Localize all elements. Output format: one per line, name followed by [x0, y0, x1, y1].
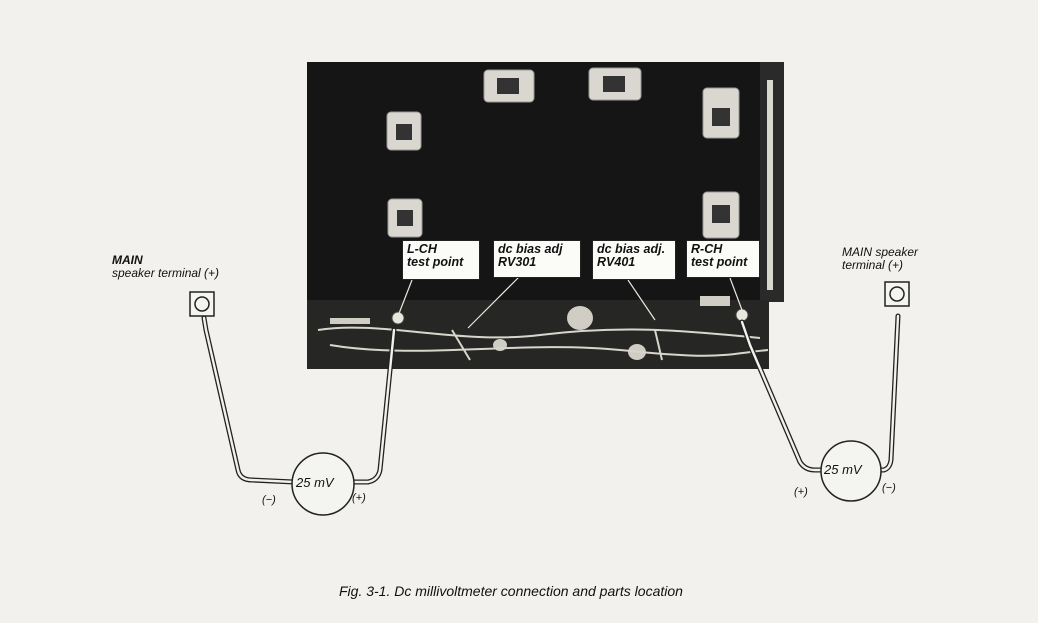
- right-millivoltmeter: [820, 440, 882, 502]
- rch-tag-line1: R-CH: [691, 242, 723, 256]
- transistor-body-1: [497, 78, 519, 94]
- lch-tag-line1: L-CH: [407, 242, 437, 256]
- board-edge-strip: [767, 80, 773, 290]
- right-terminal-label-line2: terminal (+): [842, 257, 904, 272]
- left-terminal-label-line2: speaker terminal (+): [112, 265, 220, 280]
- rv401-tag-line1: dc bias adj.: [597, 242, 666, 256]
- right-meter-reading: 25 mV: [824, 462, 862, 477]
- lch-tag-line2: test point: [407, 255, 464, 270]
- lch-leader: [397, 279, 413, 317]
- left-millivoltmeter: [291, 452, 355, 516]
- resistor-2: [330, 318, 370, 324]
- left-terminal-label: MAIN speaker terminal (+): [112, 254, 219, 279]
- lch-test-point-marker: [391, 311, 405, 325]
- right-meter-plus: (+): [794, 486, 808, 498]
- rv401-tag-line2: RV401: [597, 255, 636, 270]
- left-terminal-label-line1: MAIN: [112, 253, 143, 267]
- board-wire-3: [451, 329, 471, 361]
- rv401-leader: [627, 279, 656, 321]
- transistor-body-4: [397, 210, 413, 226]
- left-meter-reading: 25 mV: [296, 475, 334, 490]
- right-terminal-screw: [889, 286, 905, 302]
- transistor-body-6: [712, 205, 730, 223]
- left-meter-minus: (−): [262, 494, 276, 506]
- rv301-tag-line1: dc bias adj: [498, 242, 563, 256]
- left-meter-plus: (+): [352, 492, 366, 504]
- rch-test-point-marker: [735, 308, 749, 322]
- right-speaker-terminal: [884, 281, 910, 307]
- transistor-body-3: [396, 124, 412, 140]
- left-terminal-screw: [194, 296, 210, 312]
- rch-tag-line2: test point: [691, 255, 748, 270]
- left-speaker-terminal: [189, 291, 215, 317]
- figure-caption: Fig. 3-1. Dc millivoltmeter connection a…: [339, 583, 683, 599]
- circuit-board-photo: [307, 62, 784, 369]
- left-minus-wire: [201, 315, 297, 485]
- resistor-1: [700, 296, 730, 306]
- rch-test-point-tag: R-CH test point: [686, 240, 760, 278]
- rv301-tag: dc bias adj RV301: [493, 240, 581, 278]
- rv301-tag-line2: RV301: [498, 255, 537, 270]
- board-wire-1: [317, 326, 761, 339]
- board-wire-2: [329, 344, 769, 357]
- lch-test-point-tag: L-CH test point: [402, 240, 480, 280]
- capacitor-1: [567, 306, 593, 330]
- right-meter-minus: (−): [882, 482, 896, 494]
- board-wire-4: [654, 329, 663, 361]
- right-terminal-label: MAIN speaker terminal (+): [842, 246, 918, 271]
- rv301-leader: [467, 275, 521, 329]
- transistor-body-5: [712, 108, 730, 126]
- transistor-body-2: [603, 76, 625, 92]
- right-terminal-label-line1: MAIN speaker: [842, 245, 919, 259]
- rv401-tag: dc bias adj. RV401: [592, 240, 676, 280]
- rch-leader: [729, 277, 743, 311]
